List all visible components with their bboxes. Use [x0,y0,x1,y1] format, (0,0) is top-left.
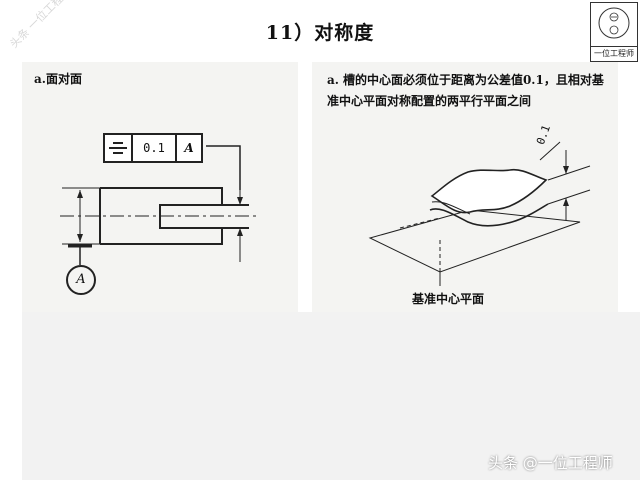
panel-divider [298,62,312,312]
tolerance-zone-lower-edge [429,203,549,227]
datum-center-plane [368,209,581,273]
arrow-down-icon-3 [563,166,569,174]
tolerance-extension-bottom [547,189,591,205]
datum-plane-label: 基准中心平面 [412,292,485,306]
left-section-label: a.面对面 [34,72,82,86]
tolerance-zone-inner-edge [431,201,471,215]
page-title: 11）对称度 [265,22,375,44]
arrow-up-icon-2 [237,228,243,236]
tolerance-zone-upper-plane [430,168,548,214]
tolerance-extension-top [547,165,591,181]
watermark: 头条 @一位工程师 [488,454,613,472]
tolerance-description: a.槽的中心面必须位于距离为公差值0.1，且相对基准中心平面对称配置的两平行平面… [327,70,612,112]
arrow-up-icon [77,190,83,198]
arrow-down-icon [77,234,83,242]
logo-text: 一位工程师 [591,46,637,59]
logo: 一位工程师 [590,2,638,62]
symmetry-icon [109,142,127,154]
arrow-down-icon-2 [237,197,243,205]
frame-tolerance-cell: 0.1 [133,135,177,161]
frame-datum-cell: A [184,141,194,155]
bottom-grey-band [22,312,640,480]
description-bullet: a. [327,73,339,87]
arrow-up-icon-3 [563,198,569,206]
description-text: 槽的中心面必须位于距离为公差值0.1，且相对基准中心平面对称配置的两平行平面之间 [327,73,604,108]
datum-circle: A [66,265,96,295]
frame-symbol-cell [105,135,133,161]
tolerance-label-leader [539,141,561,161]
feature-control-frame: 0.1 A [103,133,203,163]
logo-emblem-icon [598,7,630,39]
hidden-line [399,217,441,229]
